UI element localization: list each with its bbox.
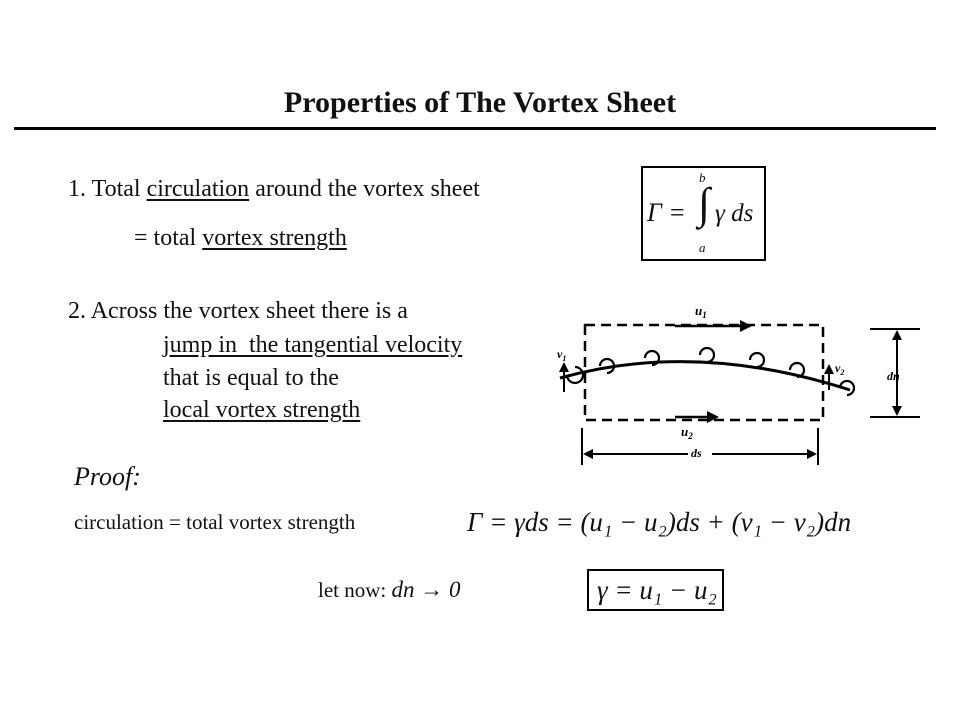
vortex-icon bbox=[698, 346, 716, 364]
item2-line1: 2. Across the vortex sheet there is a bbox=[68, 298, 408, 325]
item1-post: around the vortex sheet bbox=[255, 176, 480, 202]
vortex-sheet-curve bbox=[559, 360, 851, 392]
result-box: γ = u₁ − u₂ bbox=[587, 569, 724, 611]
vortex-icon bbox=[748, 351, 766, 369]
limit-pre: let now: bbox=[318, 578, 387, 602]
vortex-symbols bbox=[565, 346, 856, 397]
v1-label: v1 bbox=[557, 347, 566, 363]
u2-arrowhead-icon bbox=[707, 411, 719, 423]
vortex-icon bbox=[788, 361, 806, 379]
item2-line2: jump in the tangential velocity bbox=[163, 332, 463, 358]
v2-arrowhead-icon bbox=[824, 364, 834, 374]
item1-line2: = total vortex strength bbox=[134, 225, 347, 252]
vortex-icon bbox=[598, 357, 616, 375]
proof-equation: Γ = γds = (u₁ − u₂)ds + (v₁ − v₂)dn bbox=[467, 507, 852, 537]
item2-number: 2. bbox=[68, 298, 86, 324]
limit-statement: let now: dn → 0 bbox=[318, 577, 461, 603]
vortex-icon bbox=[838, 379, 856, 397]
formula1-integrand: γ ds bbox=[715, 200, 754, 227]
dn-arrowhead-down-icon bbox=[892, 406, 902, 416]
ds-arrowhead-right-icon bbox=[807, 449, 817, 459]
item2-line3: that is equal to the bbox=[163, 365, 339, 391]
item2-text: Across the vortex sheet there is a bbox=[90, 298, 408, 324]
title-divider bbox=[14, 127, 936, 130]
item1-pre: Total bbox=[91, 176, 141, 202]
v2-label: v2 bbox=[835, 361, 844, 377]
result-equation: γ = u₁ − u₂ bbox=[597, 575, 717, 605]
item1-line2-pre: = total bbox=[134, 225, 197, 251]
u2-label: u2 bbox=[681, 424, 693, 441]
formula1-lhs: Γ = bbox=[647, 198, 686, 227]
proof-heading: Proof: bbox=[74, 462, 141, 491]
item1-term-vortex-strength: vortex strength bbox=[202, 225, 347, 251]
limit-expression: dn → 0 bbox=[391, 577, 461, 602]
item1-line1: 1. Total circulation around the vortex s… bbox=[68, 176, 480, 203]
v1-arrowhead-icon bbox=[559, 362, 569, 372]
circulation-integral-box: Γ = ∫ b a γ ds bbox=[641, 166, 766, 261]
proof-statement: circulation = total vortex strength bbox=[74, 510, 356, 534]
formula1-upper-limit: b bbox=[699, 170, 706, 185]
vortex-icon bbox=[643, 349, 661, 367]
u1-label: u1 bbox=[695, 303, 707, 320]
dn-label: dn bbox=[887, 369, 900, 383]
vortex-icon bbox=[565, 365, 585, 385]
integral-sign-icon: ∫ bbox=[698, 179, 711, 228]
u1-arrowhead-icon bbox=[740, 320, 752, 332]
vortex-sheet-diagram: u1 u2 v1 v2 dn ds bbox=[557, 303, 920, 465]
slide-title: Properties of The Vortex Sheet bbox=[283, 86, 677, 119]
item1-term-circulation: circulation bbox=[146, 176, 250, 202]
dn-arrowhead-up-icon bbox=[892, 330, 902, 340]
item1-number: 1. bbox=[68, 176, 86, 202]
ds-arrowhead-left-icon bbox=[583, 449, 593, 459]
item2-line4: local vortex strength bbox=[163, 397, 361, 423]
ds-label: ds bbox=[691, 446, 702, 460]
formula1-lower-limit: a bbox=[699, 240, 706, 255]
